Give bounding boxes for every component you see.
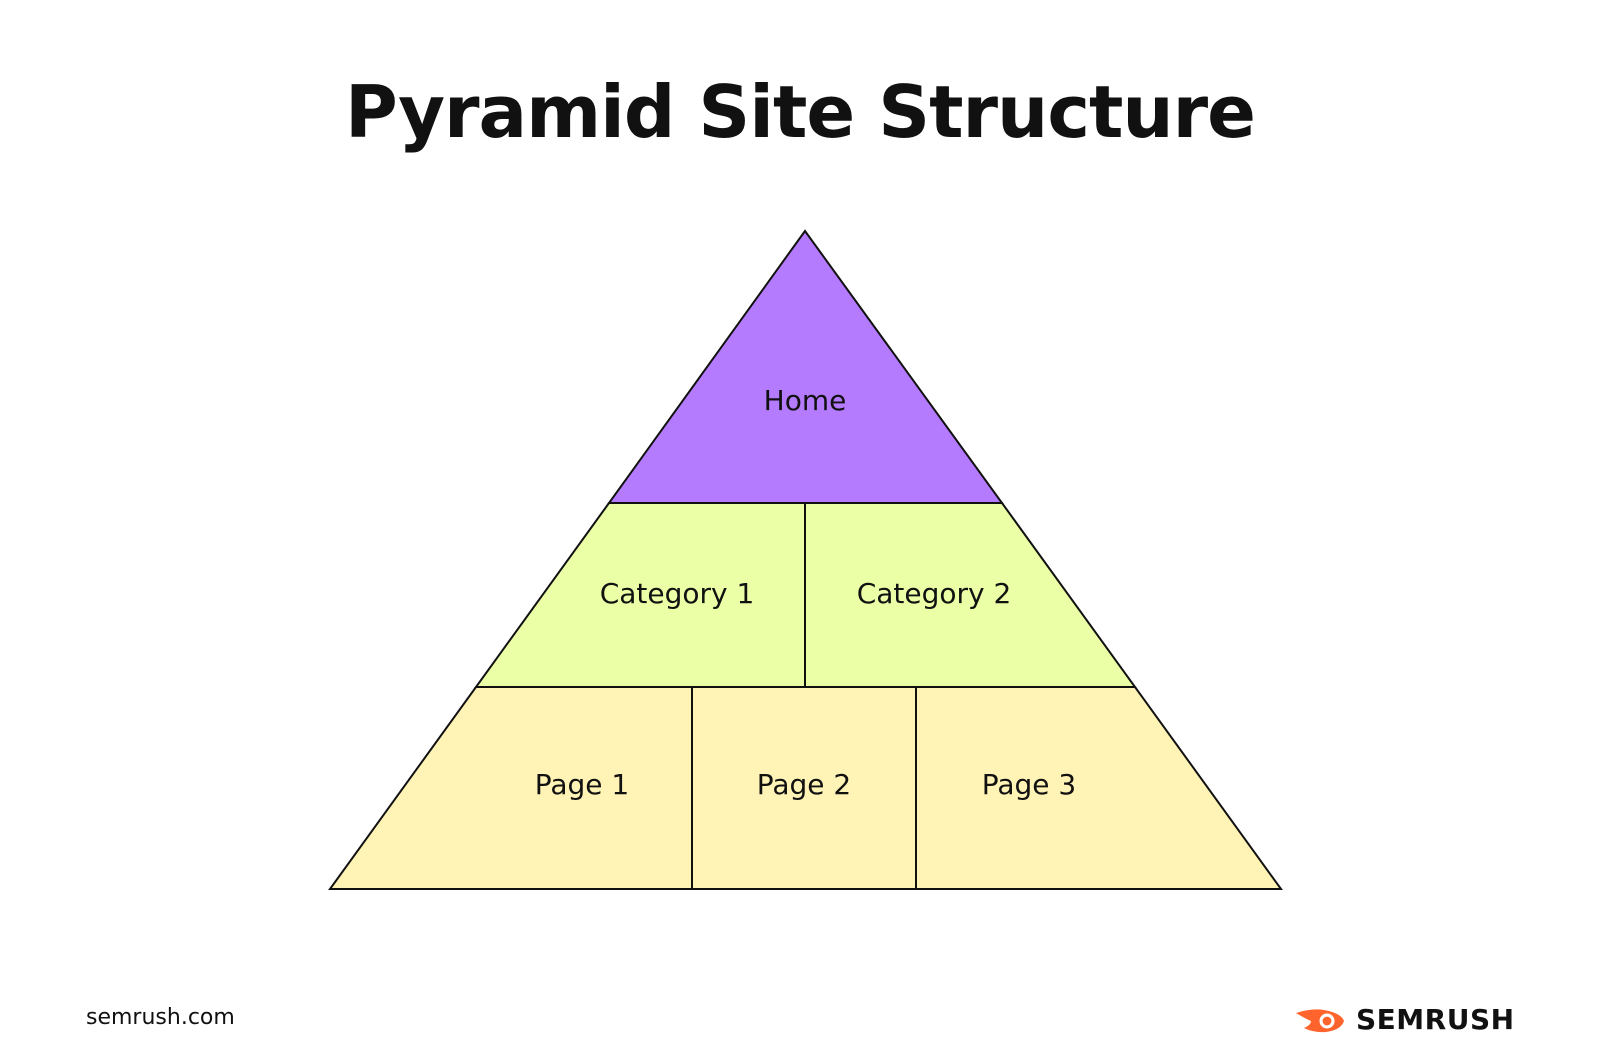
pyramid-cell-page-1[interactable]: [328, 686, 693, 890]
brand-name: SEMRUSH: [1356, 1003, 1515, 1036]
brand-logo[interactable]: SEMRUSH: [1294, 1003, 1515, 1036]
label-page-2: Page 2: [757, 768, 852, 801]
label-page-1: Page 1: [535, 768, 630, 801]
pyramid-cell-page-3[interactable]: [915, 686, 1283, 890]
label-page-3: Page 3: [982, 768, 1077, 801]
label-category-2: Category 2: [857, 577, 1012, 610]
label-home: Home: [764, 384, 847, 417]
label-category-1: Category 1: [600, 577, 755, 610]
pyramid-level-home[interactable]: [607, 229, 1004, 504]
page-title: Pyramid Site Structure: [344, 70, 1256, 154]
footer-url[interactable]: semrush.com: [86, 1005, 235, 1030]
semrush-flame-logo-icon: [1296, 1008, 1344, 1032]
